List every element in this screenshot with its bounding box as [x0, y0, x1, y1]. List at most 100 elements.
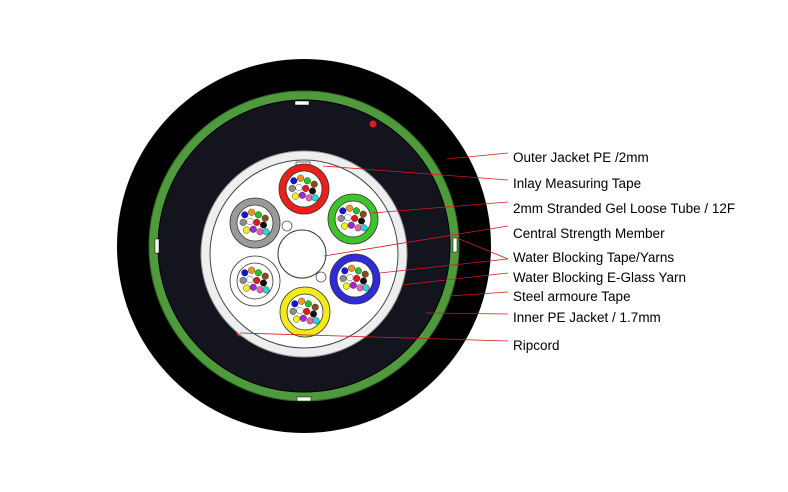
armour-marker-right	[452, 237, 458, 253]
fiber	[346, 204, 354, 212]
fiber	[239, 276, 247, 284]
fiber	[254, 211, 262, 219]
label-inlay-measuring-tape: Inlay Measuring Tape	[513, 176, 641, 191]
leader-line	[371, 201, 509, 214]
e-glass-yarn	[281, 220, 293, 232]
fiber	[256, 286, 264, 294]
leader-line	[425, 312, 509, 315]
fiber	[253, 276, 261, 284]
loose-tube-yellow	[279, 286, 331, 338]
fiber	[351, 214, 359, 222]
fiber	[306, 317, 314, 325]
fiber	[310, 180, 318, 188]
fiber	[310, 310, 318, 318]
fiber	[302, 184, 310, 192]
fiber	[298, 297, 306, 305]
e-glass-yarn	[315, 271, 327, 283]
fiber	[341, 267, 349, 275]
label-steel-armour-tape: Steel armoure Tape	[513, 289, 631, 304]
fiber	[291, 300, 299, 308]
label-loose-tube: 2mm Stranded Gel Loose Tube / 12F	[513, 201, 735, 216]
fiber	[295, 184, 303, 192]
fiber	[256, 228, 264, 236]
fiber	[242, 284, 250, 292]
fiber	[309, 187, 317, 195]
fiber	[248, 208, 256, 216]
leader-line	[446, 152, 509, 160]
fiber	[354, 224, 362, 232]
label-water-blocking-tape: Water Blocking Tape/Yarns	[513, 250, 674, 265]
fiber	[241, 269, 249, 277]
fiber	[354, 267, 362, 275]
leader-lines	[239, 152, 509, 342]
central-strength-member	[277, 229, 327, 279]
fiber	[311, 303, 319, 311]
fiber	[241, 211, 249, 219]
fiber	[293, 315, 301, 323]
armour-marker-top	[294, 100, 310, 106]
fiber	[296, 307, 304, 315]
fiber	[343, 282, 351, 290]
armour-marker-left	[154, 238, 160, 254]
leader-line	[379, 258, 509, 274]
loose-tube-red	[278, 163, 330, 215]
fiber	[353, 274, 361, 282]
fiber	[303, 177, 311, 185]
fiber	[311, 194, 319, 202]
label-inner-pe-jacket: Inner PE Jacket / 1.7mm	[513, 310, 661, 325]
fiber	[261, 214, 269, 222]
loose-tube-white	[229, 255, 281, 307]
fiber	[337, 214, 345, 222]
fiber	[360, 224, 368, 232]
fiber	[360, 277, 368, 285]
loose-tube-green	[327, 193, 379, 245]
fiber	[362, 284, 370, 292]
fiber	[305, 194, 313, 202]
fiber	[341, 222, 349, 230]
fiber	[347, 221, 355, 229]
leader-line	[239, 332, 509, 342]
fiber	[312, 317, 320, 325]
fiber	[346, 274, 354, 282]
fiber	[344, 214, 352, 222]
label-ripcord: Ripcord	[513, 338, 560, 353]
label-central-strength-member: Central Strength Member	[513, 226, 665, 241]
fiber	[249, 225, 257, 233]
fiber	[359, 210, 367, 218]
fiber	[297, 174, 305, 182]
fiber	[361, 270, 369, 278]
fiber	[260, 221, 268, 229]
armour-marker-bottom	[296, 396, 312, 402]
fiber	[262, 286, 270, 294]
fiber	[356, 284, 364, 292]
fiber	[289, 307, 297, 315]
fiber	[262, 228, 270, 236]
leader-line	[401, 272, 509, 286]
fiber	[358, 217, 366, 225]
fiber	[246, 218, 254, 226]
label-e-glass-yarn: Water Blocking E-Glass Yarn	[513, 270, 686, 285]
fiber	[299, 314, 307, 322]
fiber	[349, 281, 357, 289]
fiber	[304, 300, 312, 308]
ripcord-top	[369, 120, 377, 128]
leader-line	[323, 225, 509, 257]
fiber	[348, 264, 356, 272]
fiber	[292, 192, 300, 200]
fiber	[249, 283, 257, 291]
fiber	[261, 272, 269, 280]
fiber	[303, 307, 311, 315]
leader-line	[322, 165, 509, 181]
fiber	[242, 226, 250, 234]
leader-line	[448, 291, 509, 297]
fiber	[339, 274, 347, 282]
fiber	[246, 276, 254, 284]
fiber	[290, 177, 298, 185]
fiber	[253, 218, 261, 226]
fiber	[239, 218, 247, 226]
fiber	[352, 207, 360, 215]
fiber	[248, 266, 256, 274]
loose-tube-blue	[329, 253, 381, 305]
fiber	[260, 279, 268, 287]
